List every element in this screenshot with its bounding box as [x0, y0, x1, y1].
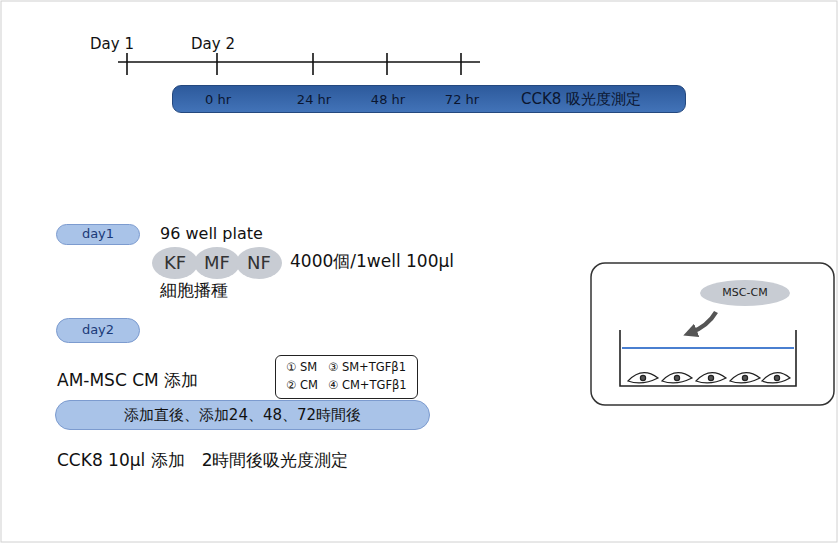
- node-text: day1: [82, 227, 114, 241]
- node-text: 24 hr: [297, 93, 331, 106]
- day-pill: day1: [56, 224, 140, 245]
- addition-label: AM-MSC CM 添加: [57, 371, 198, 391]
- cell-circle: KF: [152, 247, 198, 279]
- node-text: 添加直後、添加24、48、72時間後: [124, 407, 361, 424]
- node-text: NF: [247, 253, 271, 273]
- day-label: Day 2: [191, 36, 235, 53]
- day-pill: day2: [56, 318, 140, 343]
- illustration-frame: [591, 263, 834, 405]
- cell-circle: NF: [236, 247, 282, 279]
- node-text: MF: [204, 253, 230, 273]
- node-text: 48 hr: [371, 93, 405, 106]
- plate-label: 96 well plate: [160, 225, 263, 243]
- node-text: CCK8 吸光度測定: [521, 92, 641, 107]
- seeding-density: 4000個/1well 100μl: [290, 252, 454, 272]
- node-text: KF: [164, 253, 186, 273]
- node-text: ② CM: [286, 379, 318, 393]
- node-text: MSC-CM: [722, 287, 767, 299]
- node-text: ③ SM+TGFβ1: [328, 361, 407, 375]
- node-text: ④ CM+TGFβ1: [328, 379, 407, 393]
- addition-arrow: [690, 312, 716, 333]
- node-text: 0 hr: [205, 93, 231, 106]
- time-pill: 添加直後、添加24、48、72時間後: [55, 400, 430, 430]
- node-text: 72 hr: [445, 93, 479, 106]
- cell-circle: MF: [194, 247, 240, 279]
- day-label: Day 1: [90, 36, 134, 53]
- timeline: [118, 53, 480, 75]
- node-text: day2: [82, 323, 114, 337]
- medium-ellipse: MSC-CM: [700, 280, 790, 306]
- culture-well: [620, 330, 796, 386]
- seeding-label: 細胞播種: [160, 281, 228, 301]
- node-text: ① SM: [286, 361, 318, 375]
- assay-note: CCK8 10μl 添加 2時間後吸光度測定: [57, 451, 349, 471]
- condition-box: ① SM ③ SM+TGFβ1 ② CM ④ CM+TGFβ1: [275, 355, 418, 399]
- timeline-band: 0 hr 24 hr 48 hr 72 hr CCK8 吸光度測定: [172, 85, 686, 113]
